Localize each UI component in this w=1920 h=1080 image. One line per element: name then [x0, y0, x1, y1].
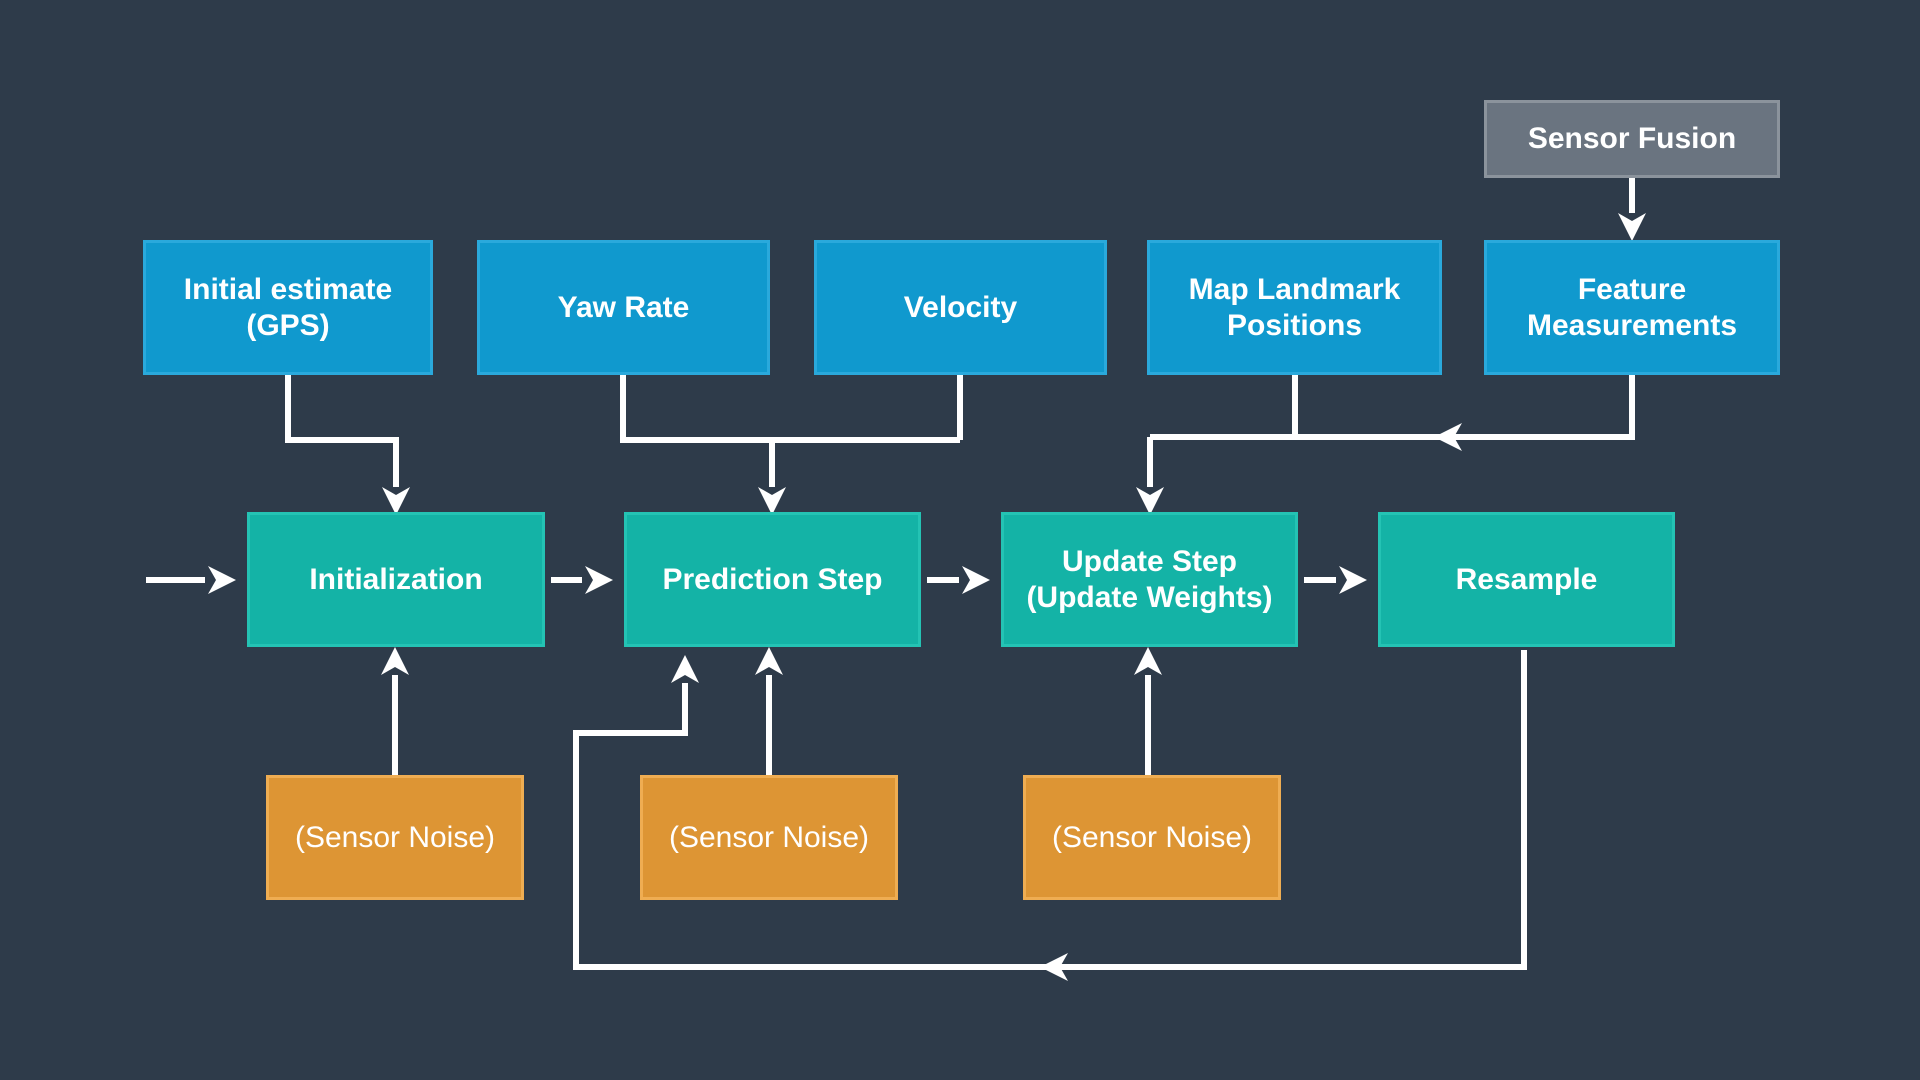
node-sensor-noise-prediction[interactable]: (Sensor Noise) [640, 775, 898, 900]
edge-features-update [1150, 375, 1635, 451]
node-prediction-step[interactable]: Prediction Step [624, 512, 921, 647]
node-map-landmark-positions[interactable]: Map Landmark Positions [1147, 240, 1442, 375]
node-label-yaw-rate: Yaw Rate [557, 290, 690, 324]
node-label-velocity: Velocity [903, 290, 1018, 324]
node-sensor-fusion[interactable]: Sensor Fusion [1484, 100, 1780, 178]
node-sensor-noise-initialization[interactable]: (Sensor Noise) [266, 775, 524, 900]
node-initial-estimate-gps[interactable]: Initial estimate (GPS) [143, 240, 433, 375]
node-label-feature-measurements: Feature Measurements [1526, 272, 1738, 342]
node-yaw-rate[interactable]: Yaw Rate [477, 240, 770, 375]
node-label-sensor-noise-initialization: (Sensor Noise) [294, 820, 496, 854]
edge-prediction-update [927, 566, 990, 594]
edge-update-resample [1304, 566, 1367, 594]
edge-noise-prediction [755, 647, 783, 775]
node-label-prediction-step: Prediction Step [662, 562, 883, 596]
node-label-map-landmark-positions: Map Landmark Positions [1188, 272, 1401, 342]
node-label-update-step: Update Step (Update Weights) [1026, 544, 1273, 614]
edge-noise-update [1134, 647, 1162, 775]
node-label-sensor-fusion: Sensor Fusion [1527, 122, 1737, 155]
node-resample[interactable]: Resample [1378, 512, 1675, 647]
node-label-initialization: Initialization [309, 562, 483, 596]
edge-noise-initialization [381, 647, 409, 775]
node-label-sensor-noise-update: (Sensor Noise) [1051, 820, 1253, 854]
node-velocity[interactable]: Velocity [814, 240, 1107, 375]
edge-velocity-prediction [758, 375, 963, 515]
node-label-sensor-noise-prediction: (Sensor Noise) [668, 820, 870, 854]
node-feature-measurements[interactable]: Feature Measurements [1484, 240, 1780, 375]
edge-initialization-prediction [551, 566, 613, 594]
edge-sensorfusion-features [1618, 178, 1646, 241]
node-initialization[interactable]: Initialization [247, 512, 545, 647]
node-sensor-noise-update[interactable]: (Sensor Noise) [1023, 775, 1281, 900]
node-update-step[interactable]: Update Step (Update Weights) [1001, 512, 1298, 647]
node-label-initial-estimate-gps: Initial estimate (GPS) [183, 272, 393, 342]
edge-landmarks-update [1136, 375, 1298, 515]
edge-yawrate-prediction [620, 375, 960, 443]
edge-gps-initialization [285, 375, 410, 515]
edge-entry-initialization [146, 566, 236, 594]
node-label-resample: Resample [1455, 562, 1598, 596]
